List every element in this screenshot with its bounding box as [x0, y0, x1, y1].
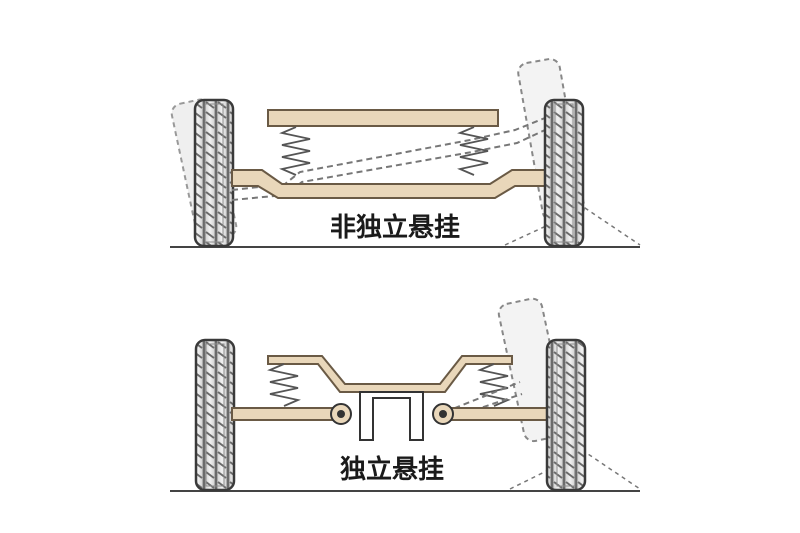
- rigid-axle-top: [231, 169, 549, 199]
- right-spring-bottom: [477, 363, 511, 407]
- right-spring-top: [457, 126, 489, 176]
- right-swing-arm: [443, 407, 551, 421]
- label-non-independent: 非独立悬挂: [330, 212, 460, 242]
- right-tire-bottom: [545, 338, 587, 492]
- left-swing-arm: [231, 407, 341, 421]
- left-spring-top: [279, 126, 311, 176]
- independent-diagram: 独立悬挂: [170, 297, 641, 492]
- chassis-plank-top: [267, 109, 499, 127]
- rigid-axle-diagram: 非独立悬挂: [170, 58, 641, 248]
- right-tire-top: [543, 98, 585, 248]
- differential-housing: [359, 391, 424, 441]
- left-tire-top: [193, 98, 235, 248]
- label-independent: 独立悬挂: [340, 454, 444, 484]
- chassis-bottom: [267, 355, 513, 393]
- left-spring-bottom: [267, 363, 301, 407]
- left-tire-bottom: [194, 338, 236, 492]
